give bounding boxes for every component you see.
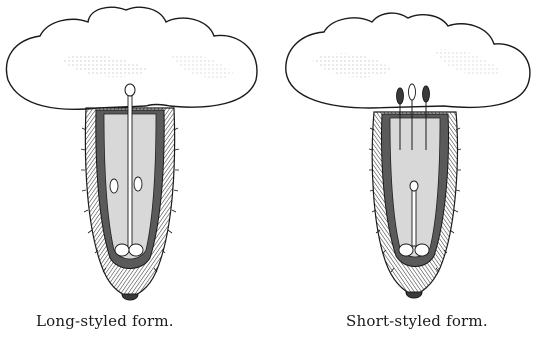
stigma <box>125 84 135 96</box>
caption-short-styled: Short-styled form. <box>346 312 488 330</box>
short-style <box>412 186 416 246</box>
anther <box>397 88 404 104</box>
short-styled-flower-illustration <box>272 0 544 310</box>
stigma <box>410 181 418 191</box>
long-styled-flower-illustration <box>0 0 272 310</box>
anther <box>409 84 416 100</box>
long-style <box>128 92 132 248</box>
anther <box>134 177 142 191</box>
anther <box>110 179 118 193</box>
ovary <box>399 244 413 256</box>
anther <box>423 86 430 102</box>
caption-long-styled: Long-styled form. <box>36 312 174 330</box>
ovary <box>115 244 129 256</box>
